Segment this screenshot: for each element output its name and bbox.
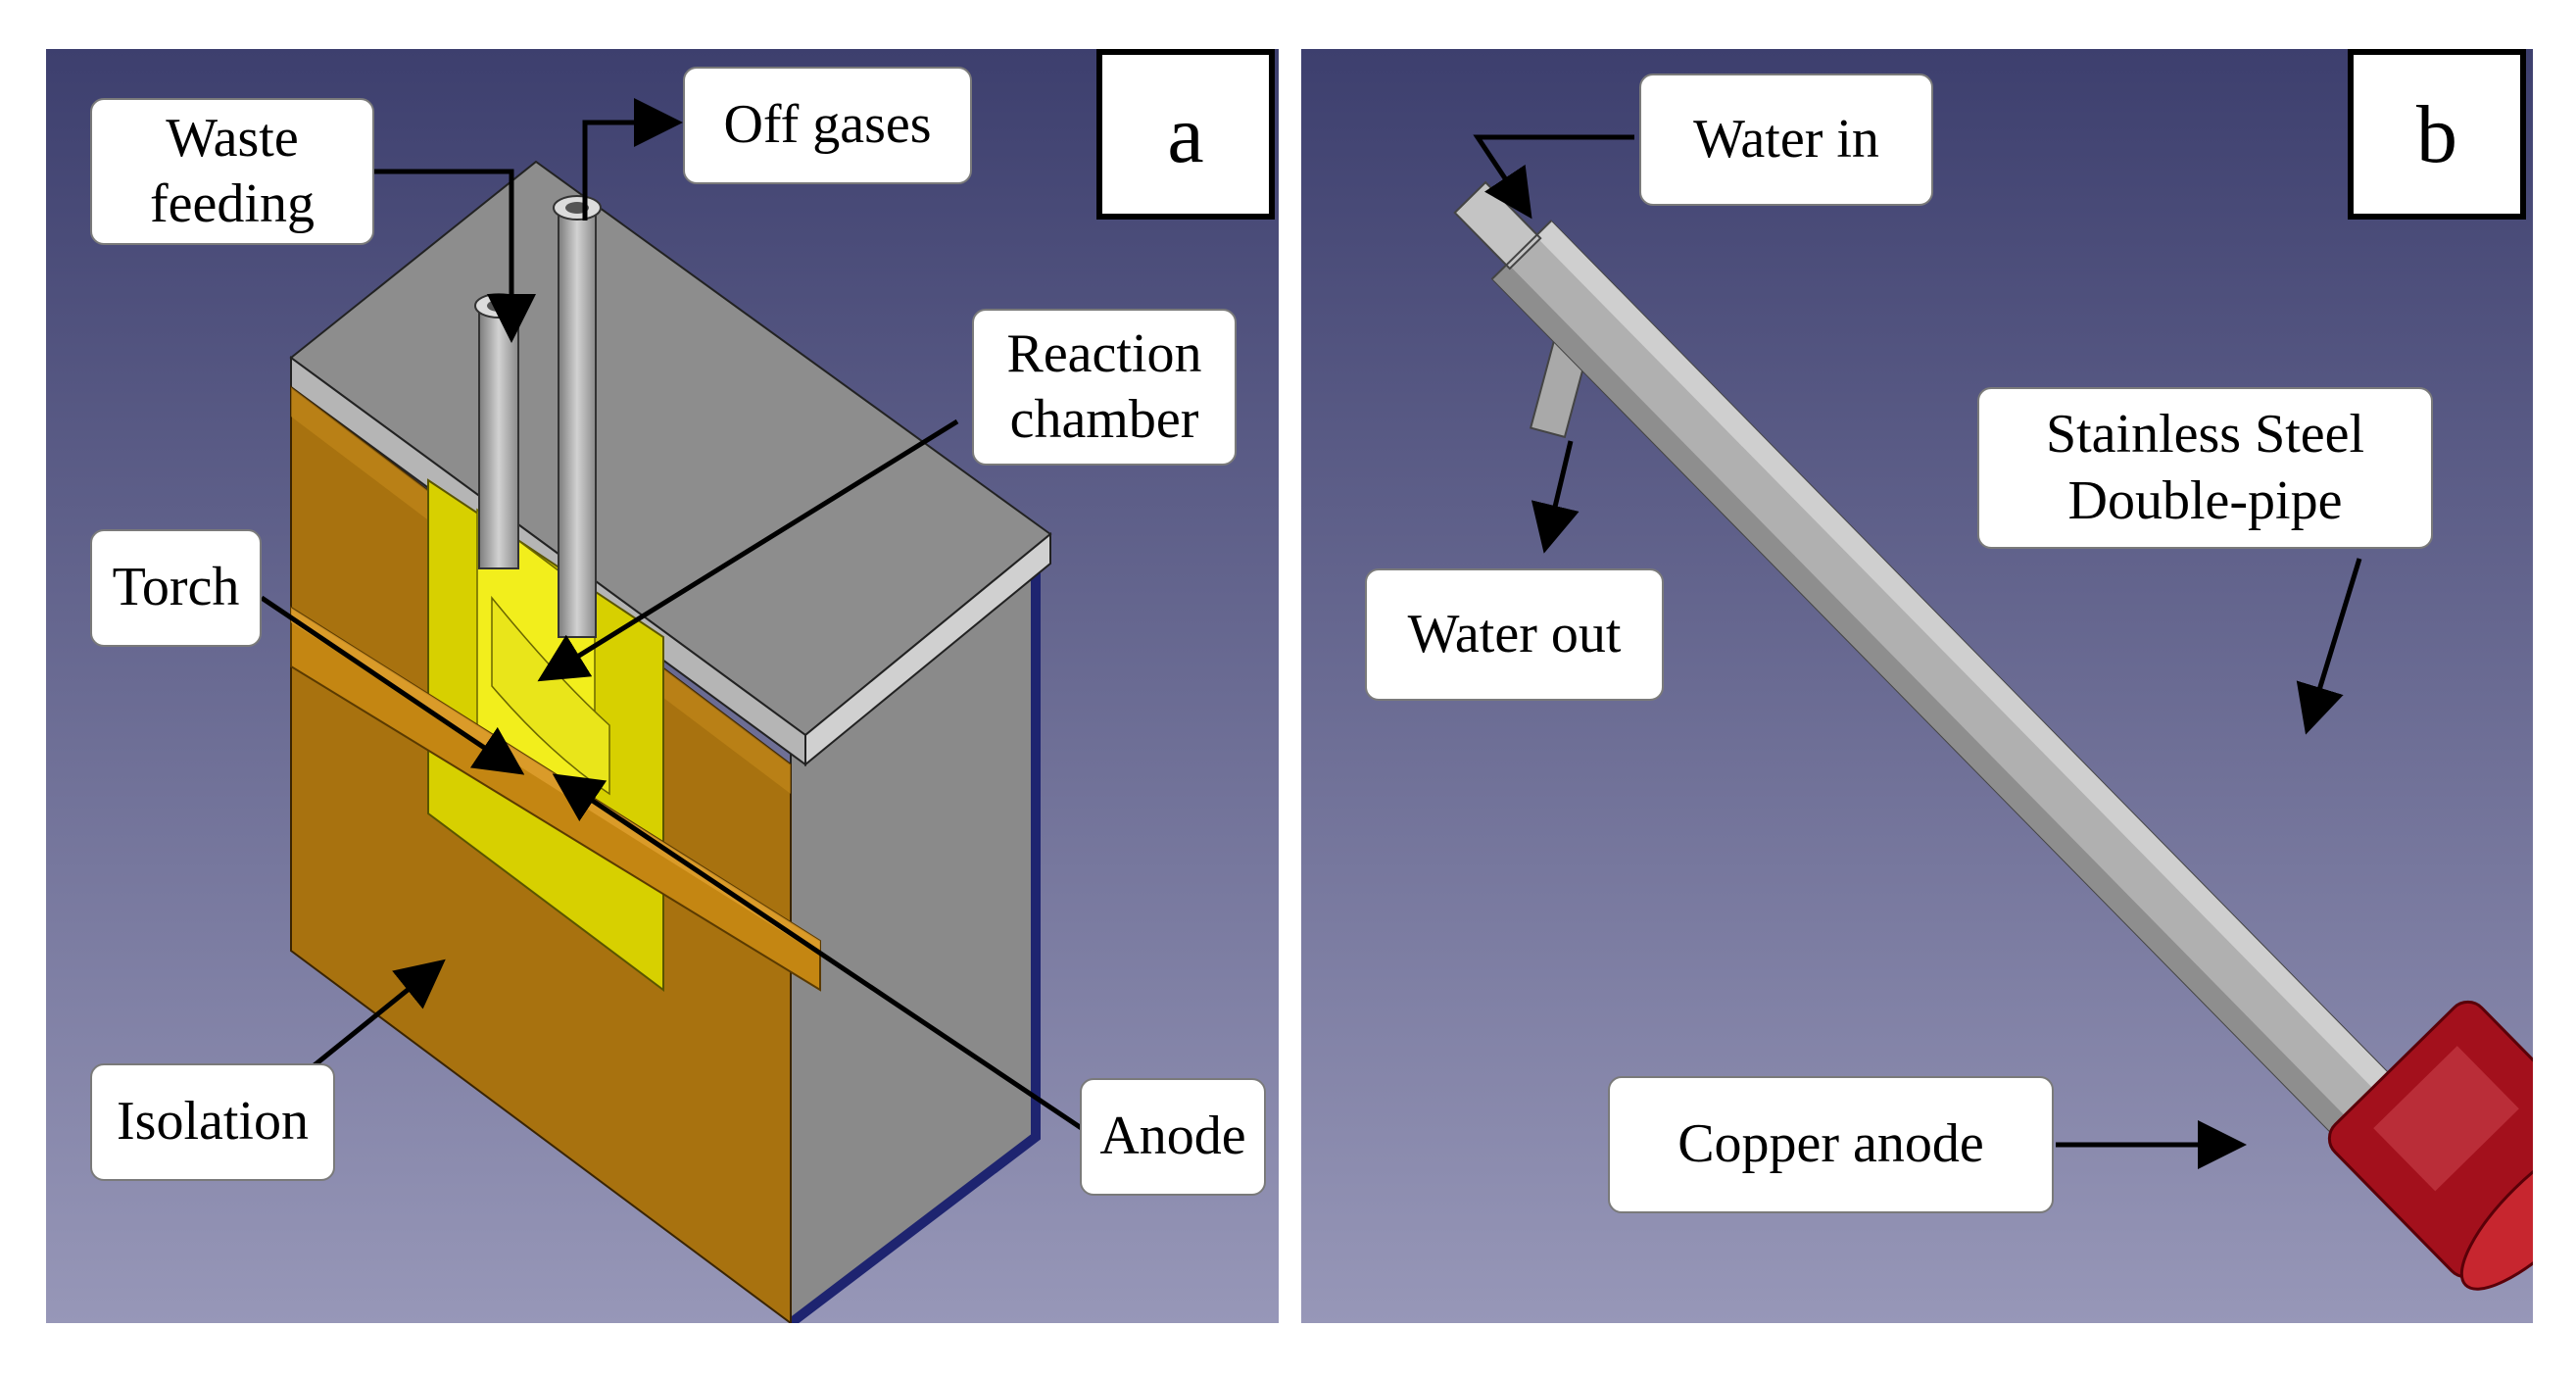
water-out-arrow [1531, 440, 1580, 554]
reaction-chamber-label: Reaction chamber [972, 309, 1237, 466]
water-in-label: Water in [1639, 74, 1933, 206]
isolation-label: Isolation [90, 1063, 335, 1181]
torch-label: Torch [90, 529, 262, 647]
waste-feeding-arrow [374, 169, 536, 343]
waste-feeding-label: Waste feeding [90, 98, 374, 245]
off-gas-tube [558, 205, 597, 638]
chamber-cavity [491, 595, 610, 796]
stainless-steel-label: Stainless Steel Double-pipe [1977, 387, 2433, 549]
off-gases-arrow [582, 98, 683, 221]
anode-arrow [552, 773, 1096, 1140]
waste-feeding-tube [478, 303, 519, 569]
stainless-steel-arrow [2296, 558, 2362, 735]
panel-b: Water in Water out Stainless Steel Doubl… [1301, 49, 2533, 1323]
torch-arrow [260, 595, 525, 775]
water-out-label: Water out [1365, 568, 1664, 701]
panel-letter-b: b [2348, 49, 2526, 220]
panel-a: Waste feeding Off gases Reaction chamber… [46, 49, 1279, 1323]
off-gases-label: Off gases [683, 67, 972, 184]
reactor-cutaway-drawing [46, 49, 1279, 1323]
water-in-arrow [1473, 134, 1634, 220]
double-pipe-drawing [1301, 49, 2533, 1323]
copper-anode-label: Copper anode [1608, 1076, 2054, 1213]
anode-label: Anode [1080, 1078, 1266, 1196]
reactor-lid-side [804, 531, 1051, 767]
panel-letter-a: a [1096, 49, 1275, 220]
reaction-chamber-arrow [537, 418, 959, 682]
isolation-arrow [309, 959, 446, 1070]
